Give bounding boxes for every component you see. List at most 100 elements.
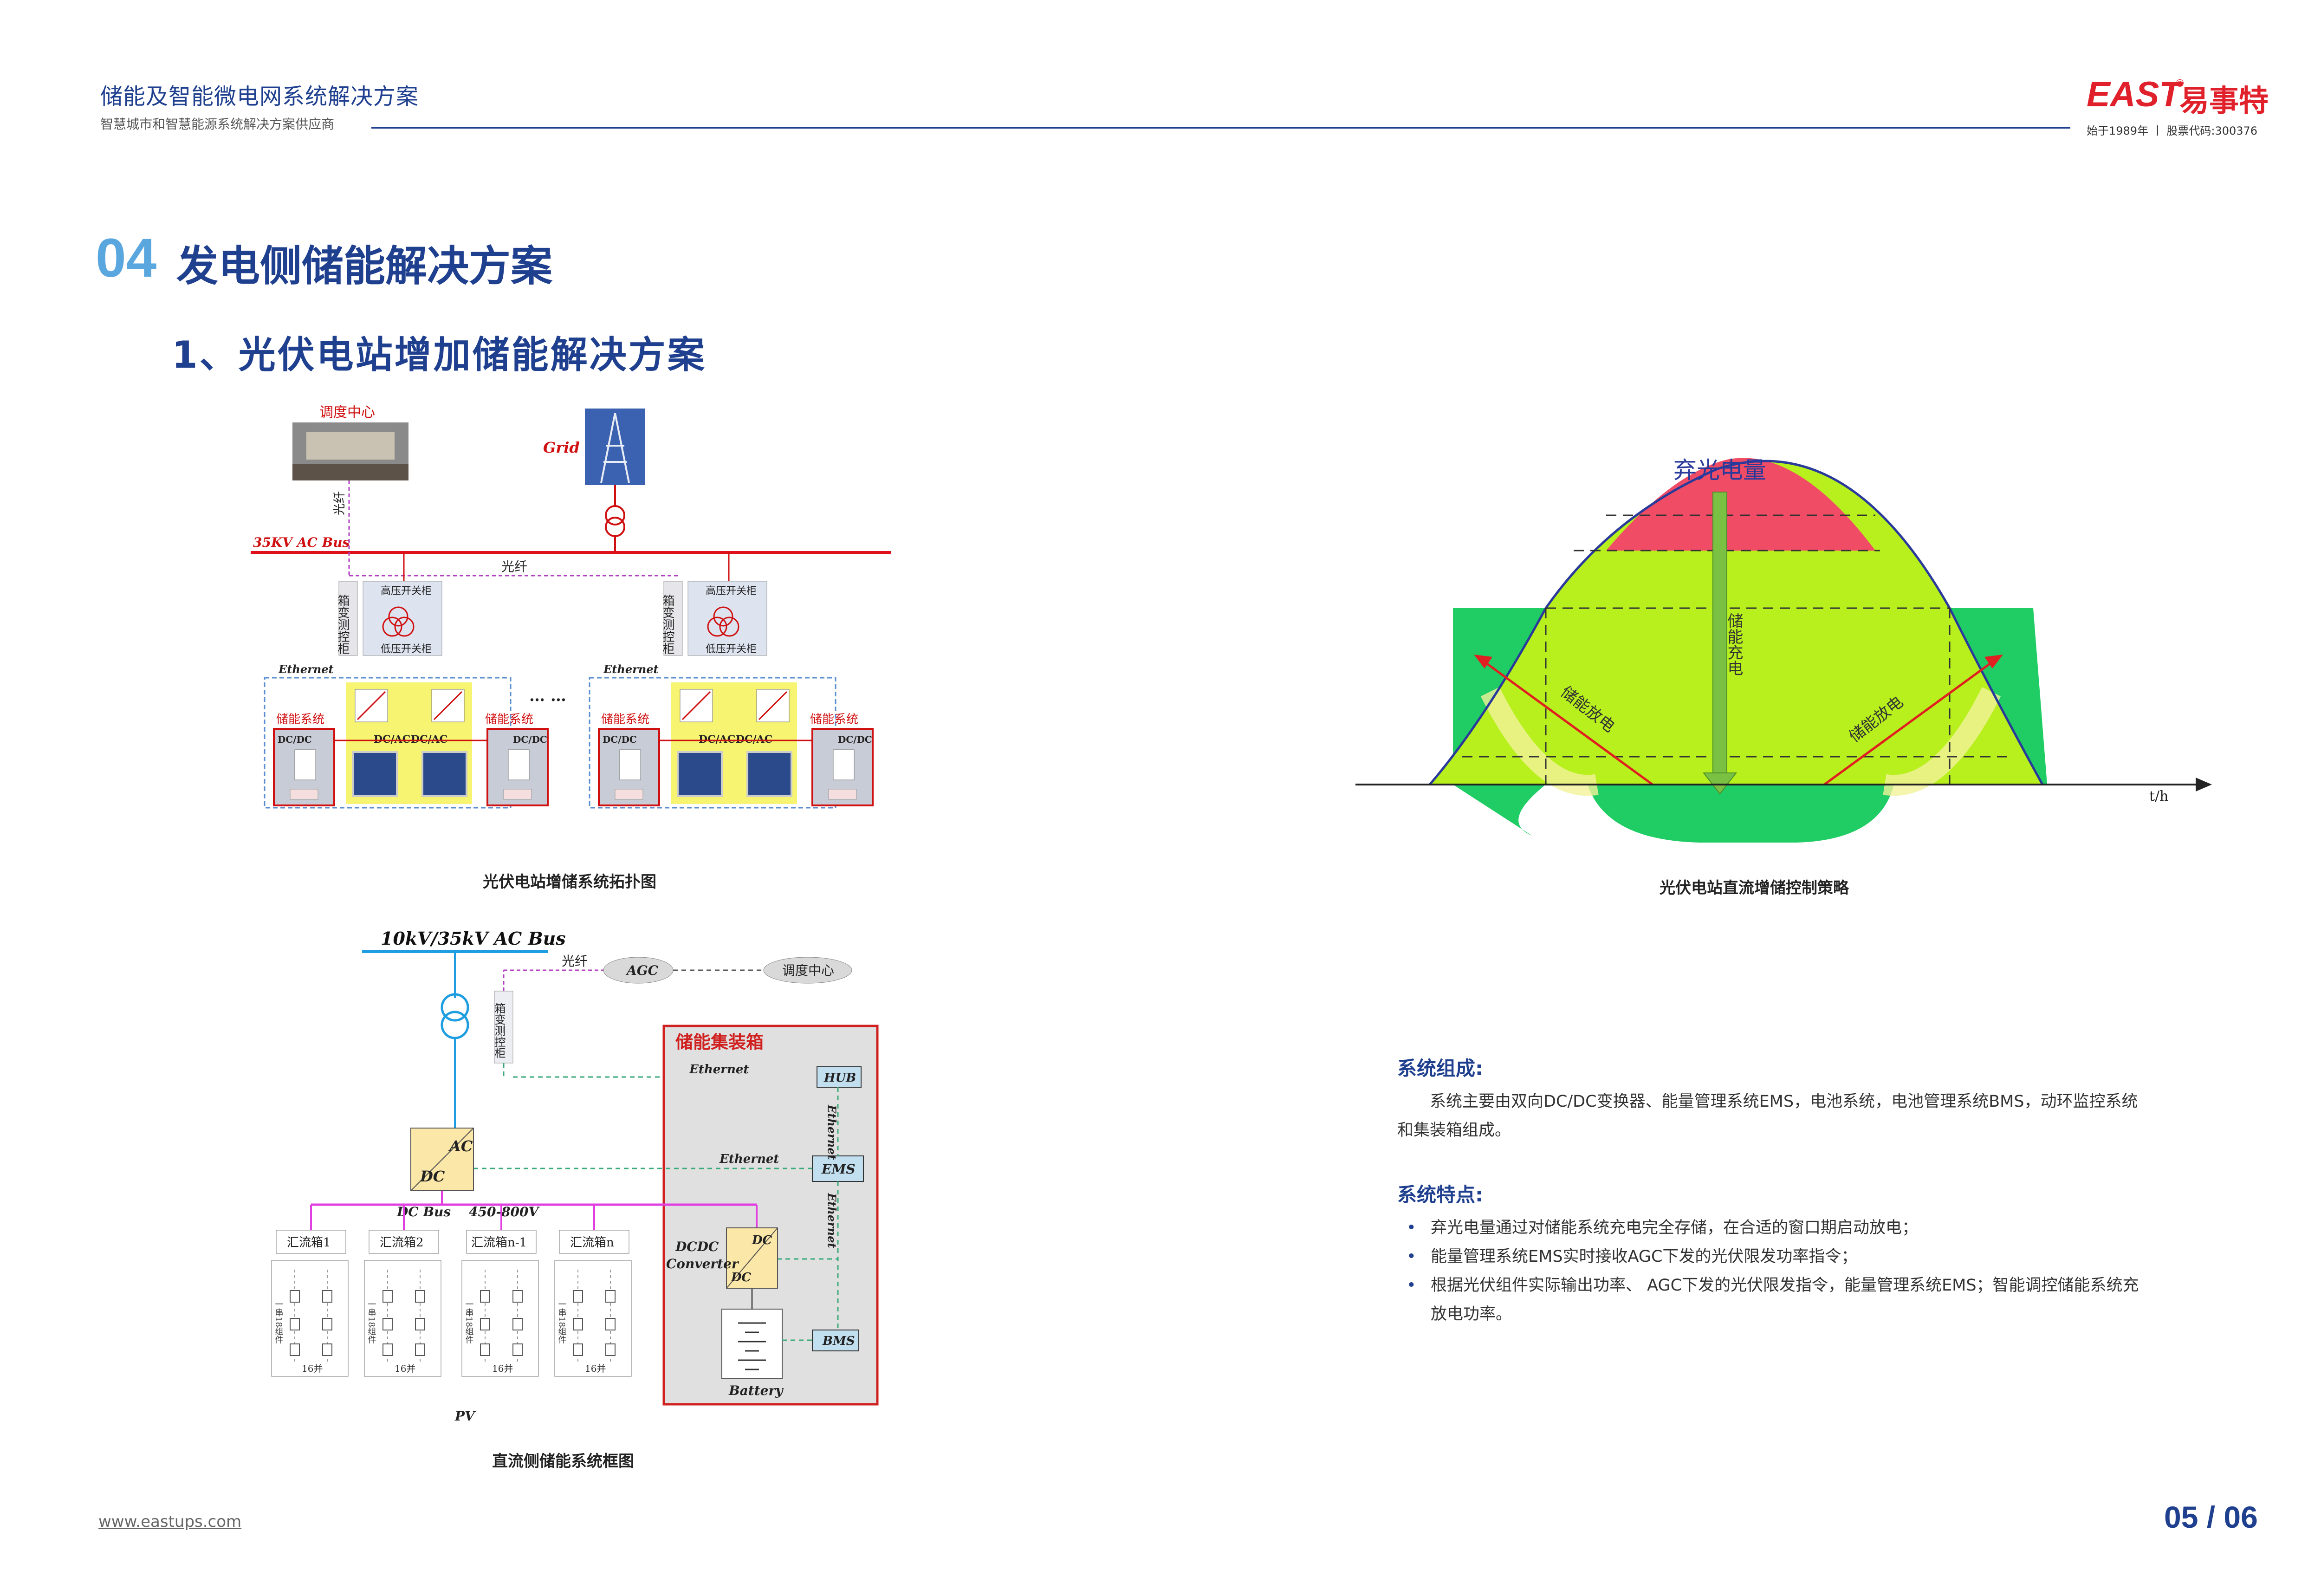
unit-b-dcac-2: DC/AC <box>736 733 772 746</box>
pv-output-area <box>1430 461 2042 785</box>
box-ctrl-label: 箱变测控柜 <box>493 1003 506 1058</box>
ac-bus-label: 10kV/35kV AC Bus <box>381 928 566 949</box>
discharge-arrowhead-right <box>1984 655 2003 668</box>
more-units-ellipsis: … … <box>529 687 566 705</box>
unit-b-panel-2 <box>746 751 792 797</box>
unit-b-lv-label: 低压开关柜 <box>706 643 757 655</box>
dcdc-top-label: DC <box>752 1233 772 1247</box>
charge-arrow-head <box>1702 772 1738 795</box>
combiner-box-1 <box>276 1230 346 1254</box>
battery-icon <box>738 1322 766 1370</box>
dc-storage-block-diagram: 10kV/35kV AC Bus 光纤 AGC 调度中心 箱变测控柜 储能集装箱… <box>271 928 879 1424</box>
unit-b-switchgear <box>687 581 767 656</box>
pcs-diagonal <box>410 1128 474 1191</box>
box-ctrl-cabinet <box>494 991 513 1064</box>
unit-b-xfmr-2 <box>707 616 727 637</box>
unit-b-xfmr-3 <box>719 616 739 637</box>
dcdc-diagonal <box>726 1227 778 1289</box>
dispatch-node <box>763 957 852 984</box>
unit-a-lv-label: 低压开关柜 <box>381 643 432 655</box>
unit-b-ethernet-label: Ethernet <box>603 662 659 676</box>
container-label: 储能集装箱 <box>675 1032 764 1052</box>
section-subtitle: 1、光伏电站增加储能解决方案 <box>172 333 707 376</box>
unit-a-panel-1 <box>352 751 398 797</box>
pv-strings-3 <box>461 1260 539 1377</box>
string-label-4: 一串18组件 <box>557 1300 567 1344</box>
unit-b-battery-left <box>615 789 643 800</box>
unit-b-box-ctrl <box>663 581 683 656</box>
combiner-box-3 <box>466 1230 537 1254</box>
unit-a-xfmr-2 <box>382 616 402 637</box>
brand-logo: EAST ® 易事特 始于1989年 丨 股票代码:300376 <box>2087 74 2272 139</box>
converter-label: Converter <box>666 1256 739 1272</box>
pv-unit-a: 箱变测控柜 高压开关柜 低压开关柜 Ethernet DC/AC DC/AC 储… <box>264 552 549 809</box>
unit-a-panel-2 <box>421 751 467 797</box>
battery-label: Battery <box>728 1383 784 1398</box>
unit-a-switchgear <box>363 581 442 656</box>
pcs-dc-label: DC <box>420 1168 445 1185</box>
header-title: 储能及智能微电网系统解决方案 <box>100 84 419 110</box>
ethernet-label-1: Ethernet <box>689 1063 749 1077</box>
grid-tower-photo <box>585 409 645 485</box>
ems-label: EMS <box>821 1161 856 1177</box>
unit-b-storage-label-left: 储能系统 <box>601 713 649 727</box>
unit-b-dcdc-right: DC/DC <box>838 734 872 745</box>
pv-strings-2 <box>364 1260 441 1377</box>
ac-bus-label: 35KV AC Bus <box>253 535 350 550</box>
grid-label: Grid <box>543 439 580 456</box>
parallel-label-1: 16并 <box>302 1363 323 1374</box>
fiber-label-vertical: 光纤 <box>333 491 347 515</box>
bms-box <box>812 1330 859 1351</box>
unit-b-box-ctrl-label: 箱变测控柜 <box>661 594 674 655</box>
parallel-label-4: 16并 <box>585 1363 606 1374</box>
charge-label: 储能充电 <box>1725 613 1743 676</box>
transformer-bottom <box>441 1011 469 1039</box>
unit-a-ethernet-loop <box>264 677 512 809</box>
discharge-arrow-right <box>1823 658 1997 786</box>
dcdc-bottom-label: DC <box>731 1271 752 1285</box>
unit-a-storage-label-left: 储能系统 <box>276 713 324 727</box>
unit-a-dcac-2: DC/AC <box>411 733 447 746</box>
footer-website-link[interactable]: www.eastups.com <box>98 1512 242 1531</box>
hub-label: HUB <box>823 1071 856 1085</box>
fiber-label: 光纤 <box>562 954 588 969</box>
feature-item: 根据光伏组件实际输出功率、 AGC下发的光伏限发指令，能量管理系统EMS；智能调… <box>1407 1271 2149 1329</box>
dcdc-label: DCDC <box>675 1239 719 1254</box>
combiner-label-3: 汇流箱n-1 <box>471 1236 527 1250</box>
unit-a-storage-label-right: 储能系统 <box>485 713 533 727</box>
logo-registered-mark: ® <box>2175 78 2185 90</box>
fiber-label: 光纤 <box>501 559 527 574</box>
unit-a-dcdc-right: DC/DC <box>513 734 547 745</box>
unit-b-xfmr-1 <box>713 606 733 627</box>
unit-a-dcdc-left: DC/DC <box>278 734 312 745</box>
unit-a-dcdc-box-left <box>294 749 316 780</box>
logo-brand-cn: 易事特 <box>2179 84 2269 118</box>
unit-a-dcac-1: DC/AC <box>374 733 410 746</box>
dispatch-label: 调度中心 <box>319 404 375 421</box>
unit-a-ethernet-label: Ethernet <box>278 662 334 676</box>
green-band-bottom <box>1588 785 1894 843</box>
charge-arrow-shaft <box>1712 492 1727 776</box>
dispatch-photo-screen <box>306 432 395 460</box>
string-wires <box>294 1270 611 1362</box>
battery-box <box>721 1309 783 1379</box>
unit-a-battery-left <box>290 789 318 800</box>
unit-a-hv-label: 高压开关柜 <box>381 585 432 597</box>
pv-curve <box>1429 460 2044 785</box>
unit-b-panel-1 <box>677 751 723 797</box>
time-axis-arrow <box>2196 778 2212 792</box>
grid-transformer-top <box>605 505 625 526</box>
pcs-ac-label: AC <box>448 1137 473 1155</box>
time-axis-label: t/h <box>2149 788 2168 804</box>
pv-topology-diagram: 调度中心 Grid 35KV AC Bus 光纤 光纤 箱变测控柜 高压开关柜 … <box>251 404 891 809</box>
parallel-label-2: 16并 <box>395 1363 415 1374</box>
section-number: 04 <box>96 227 157 289</box>
combiner-label-1: 汇流箱1 <box>287 1236 331 1250</box>
discharge-arrowhead-left <box>1474 655 1492 668</box>
pv-module-icons <box>290 1290 616 1356</box>
fig2-caption: 光伏电站直流增储控制策略 <box>1660 879 1849 897</box>
logo-brand: EAST <box>2087 75 2181 114</box>
composition-text: 系统主要由双向DC/DC变换器、能量管理系统EMS，电池系统，电池管理系统BMS… <box>1397 1092 2138 1140</box>
unit-b-dcac-1: DC/AC <box>699 733 735 746</box>
string-label-3: 一串18组件 <box>464 1300 474 1344</box>
